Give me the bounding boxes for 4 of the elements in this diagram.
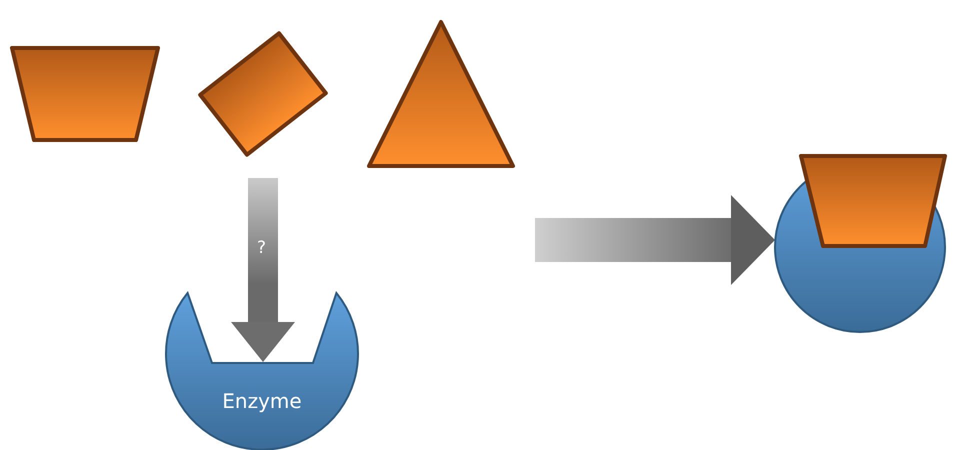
arrow (535, 195, 775, 285)
arrow (231, 178, 295, 362)
enzyme-label: Enzyme (221, 389, 303, 413)
edge-label: ? (257, 238, 266, 258)
